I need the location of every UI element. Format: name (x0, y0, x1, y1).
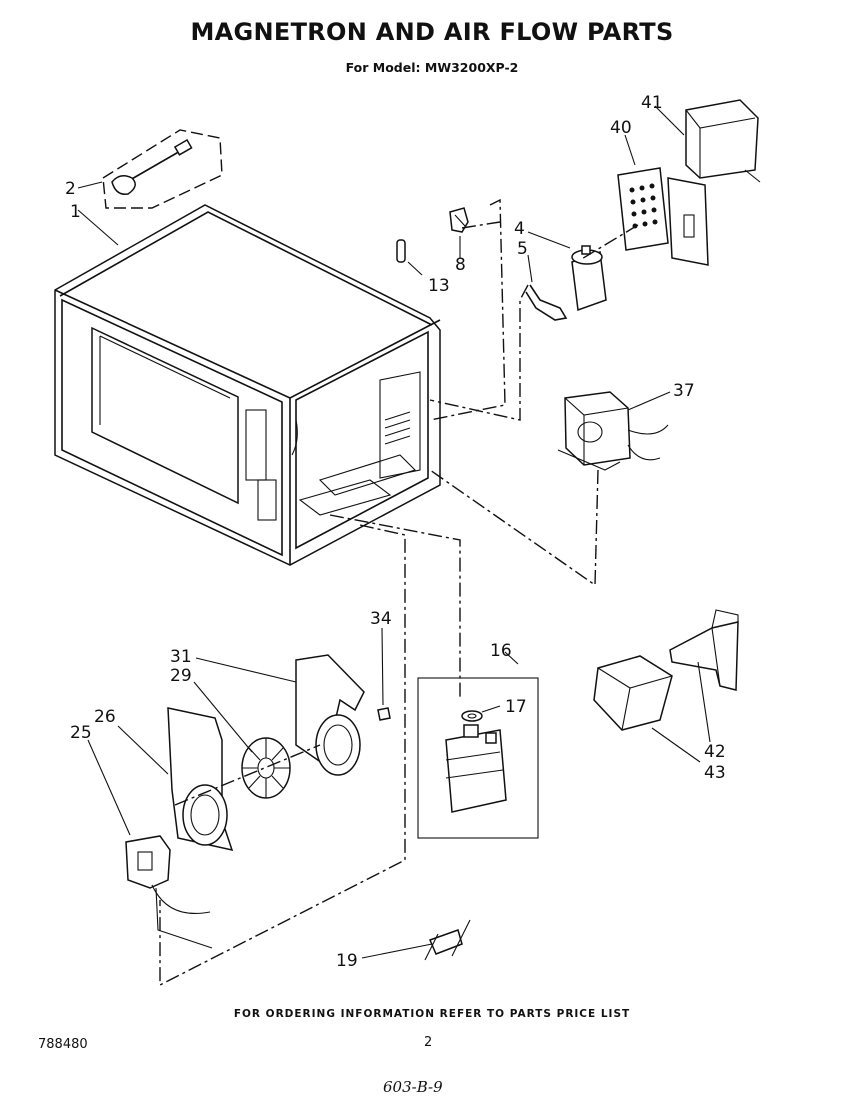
callout-4: 4 (514, 219, 525, 239)
ordering-note: FOR ORDERING INFORMATION REFER TO PARTS … (233, 1008, 631, 1020)
leader-lines (77, 105, 711, 959)
callout-40: 40 (610, 118, 632, 138)
callout-2: 2 (65, 179, 76, 199)
part-43-air-guide (593, 655, 673, 731)
part-34-screw (377, 707, 391, 721)
handwritten-note: 603-B-9 (383, 1078, 443, 1096)
callout-29: 29 (170, 666, 192, 686)
callout-1: 1 (70, 202, 81, 222)
part-41-cover (685, 99, 761, 183)
part-13-pin (396, 239, 406, 263)
page-number: 2 (424, 1035, 433, 1050)
part-26-motor-bracket (167, 707, 234, 852)
callout-34: 34 (370, 609, 392, 629)
callout-31: 31 (170, 647, 192, 667)
part-31-fan-shroud (295, 654, 365, 776)
callout-42: 42 (704, 742, 726, 762)
callout-labels: 2 1 13 8 4 5 40 41 37 34 16 31 29 26 25 … (65, 93, 726, 971)
part-8-clip (449, 207, 469, 233)
callout-5: 5 (517, 239, 528, 259)
callout-43: 43 (704, 763, 726, 783)
assembly-lines (159, 198, 639, 987)
part-29-fan-blade (241, 737, 291, 799)
callout-25: 25 (70, 723, 92, 743)
callout-17: 17 (505, 697, 527, 717)
model-number: MW3200XP-2 (424, 60, 519, 75)
callout-16: 16 (490, 641, 512, 661)
part-42-air-duct (669, 609, 739, 691)
part-5-bracket (525, 284, 568, 321)
document-number: 788480 (38, 1037, 88, 1052)
part-19-wire-connector (424, 919, 471, 961)
diagram-title: MAGNETRON AND AIR FLOW PARTS (190, 18, 674, 46)
part-2-screw-clip (102, 129, 223, 209)
part-1-cabinet (54, 204, 441, 566)
callout-19: 19 (336, 951, 358, 971)
part-4-capacitor (571, 245, 607, 312)
part-17-gasket (461, 710, 483, 722)
part-25-fan-motor (125, 835, 213, 949)
callout-37: 37 (673, 381, 695, 401)
model-line: For Model: MW3200XP-2 (0, 60, 864, 75)
callout-8: 8 (455, 255, 466, 275)
model-prefix: For Model: (345, 60, 421, 75)
part-37-transformer (557, 391, 669, 471)
part-40-rectifier-plate (617, 167, 709, 266)
callout-41: 41 (641, 93, 663, 113)
part-16-magnetron (417, 677, 539, 839)
callout-13: 13 (428, 276, 450, 296)
callout-26: 26 (94, 707, 116, 727)
